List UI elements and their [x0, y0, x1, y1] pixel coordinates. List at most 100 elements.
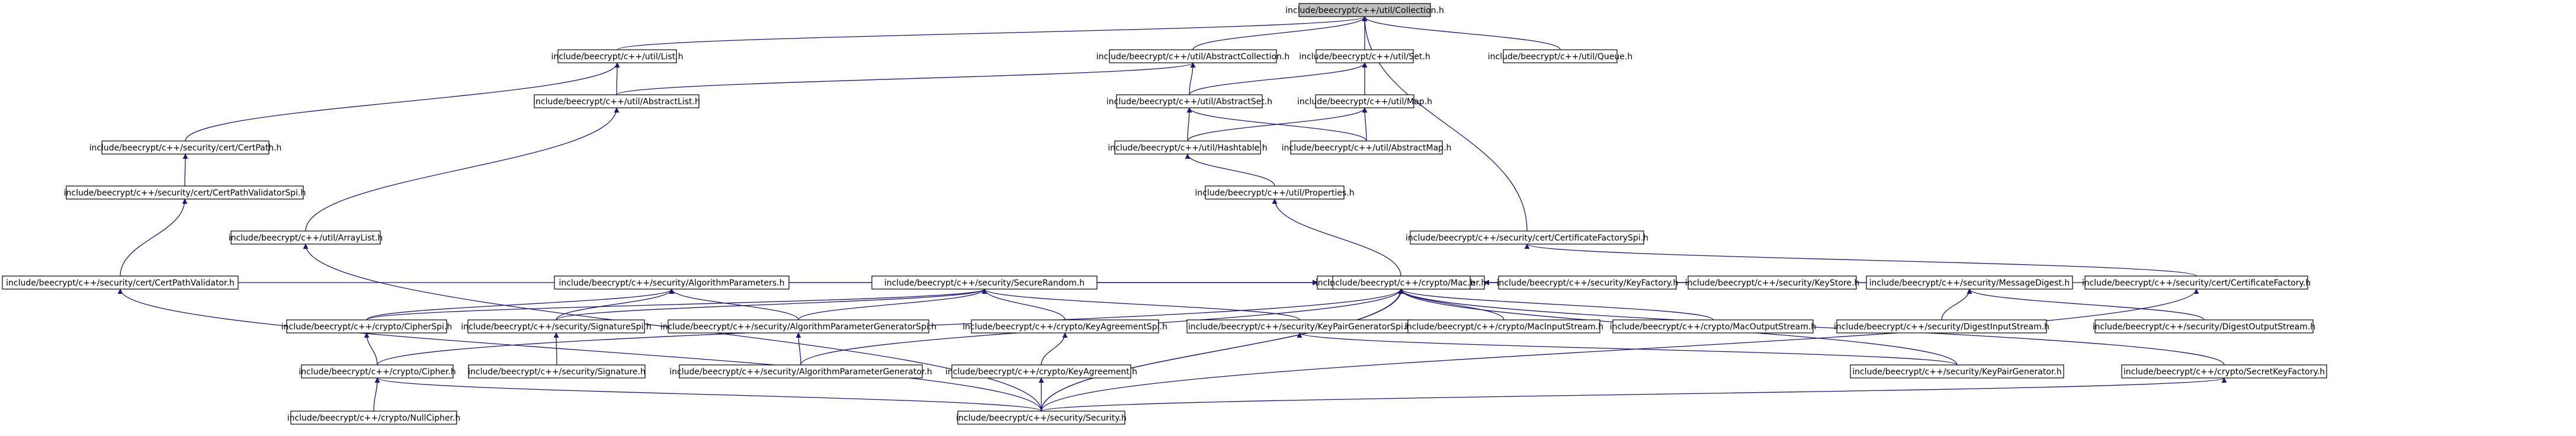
node-collection[interactable]: include/beecrypt/c++/util/Collection.h: [1285, 3, 1444, 17]
node-label: include/beecrypt/c++/util/ArrayList.h: [229, 233, 383, 243]
node-arraylist[interactable]: include/beecrypt/c++/util/ArrayList.h: [229, 230, 383, 245]
node-box: [1410, 230, 1644, 245]
node-box: [1503, 49, 1618, 63]
node-security[interactable]: include/beecrypt/c++/security/Security.h: [956, 411, 1127, 425]
node-label: include/beecrypt/c++/security/cert/Certi…: [2082, 278, 2311, 288]
edge-keyagreementspi-to-securerandom: [981, 288, 1066, 320]
node-box: [557, 49, 677, 63]
node-box: [1836, 319, 2047, 334]
node-box: [2084, 275, 2308, 290]
node-box: [668, 319, 929, 334]
node-set[interactable]: include/beecrypt/c++/util/Set.h: [1299, 49, 1430, 63]
edge-algparamgenspi-to-algorithmparameters: [669, 288, 799, 320]
node-certificatefactory[interactable]: include/beecrypt/c++/security/cert/Certi…: [2082, 275, 2311, 290]
node-signaturespi[interactable]: include/beecrypt/c++/security/SignatureS…: [461, 319, 652, 334]
node-box: [301, 364, 454, 379]
node-abstractset[interactable]: include/beecrypt/c++/util/AbstractSet.h: [1106, 94, 1272, 108]
node-box: [1688, 275, 1857, 290]
node-algparamgen[interactable]: include/beecrypt/c++/security/AlgorithmP…: [669, 364, 932, 379]
node-keyfactory[interactable]: include/beecrypt/c++/security/KeyFactory…: [1497, 275, 1679, 290]
edge-abstractset-to-set: [1189, 62, 1368, 95]
node-label: include/beecrypt/c++/util/Map.h: [1297, 97, 1432, 107]
node-box: [1332, 275, 1471, 290]
node-box: [1116, 94, 1263, 108]
node-abstractlist[interactable]: include/beecrypt/c++/util/AbstractList.h: [533, 94, 700, 108]
node-label: include/beecrypt/c++/util/Hashtable.h: [1108, 143, 1267, 153]
node-label: include/beecrypt/c++/util/Set.h: [1299, 52, 1430, 62]
node-label: include/beecrypt/c++/crypto/Cipher.h: [299, 367, 456, 377]
edge-keyagreement-to-keyagreementspi: [1041, 332, 1068, 366]
node-label: include/beecrypt/c++/util/AbstractSet.h: [1106, 97, 1272, 107]
node-securerandom[interactable]: include/beecrypt/c++/security/SecureRand…: [871, 275, 1098, 290]
node-certpathvalidator[interactable]: include/beecrypt/c++/security/cert/CertP…: [2, 275, 239, 290]
node-algparamgenspi[interactable]: include/beecrypt/c++/security/AlgorithmP…: [660, 319, 936, 334]
edge-digestinputstream-to-messagedigest: [1941, 288, 1972, 320]
node-label: include/beecrypt/c++/util/Collection.h: [1285, 6, 1444, 15]
node-box: [1298, 3, 1431, 17]
edge-security-to-secretkeyfactory: [1041, 377, 2227, 412]
node-macinputstream[interactable]: include/beecrypt/c++/crypto/MacInputStre…: [1404, 319, 1603, 334]
node-box: [1850, 364, 2064, 379]
edge-provider-to-properties: [1272, 198, 1401, 277]
node-nullcipher[interactable]: include/beecrypt/c++/crypto/NullCipher.h: [287, 411, 461, 425]
node-algorithmparameters[interactable]: include/beecrypt/c++/security/AlgorithmP…: [554, 275, 790, 290]
node-messagedigest[interactable]: include/beecrypt/c++/security/MessageDig…: [1866, 275, 2073, 290]
edge-abstractcollection-to-collection: [1192, 16, 1368, 50]
edge-signature-to-signaturespi: [553, 332, 559, 366]
node-keypairgenspi[interactable]: include/beecrypt/c++/security/KeyPairGen…: [1186, 319, 1413, 334]
edge-certpathvalidator-to-certpathvalidatorspi: [120, 198, 188, 277]
edge-hashtable-to-abstractset: [1186, 107, 1192, 142]
edge-signaturespi-to-algorithmparameters: [556, 288, 675, 320]
edge-macinputstream-to-mac: [1398, 288, 1504, 320]
node-label: include/beecrypt/c++/security/Security.h: [956, 413, 1127, 423]
edge-cipherspi-to-securerandom: [366, 288, 987, 320]
node-label: include/beecrypt/c++/security/DigestInpu…: [1834, 322, 2049, 332]
edge-queue-to-collection: [1362, 16, 1561, 50]
node-cipher[interactable]: include/beecrypt/c++/crypto/Cipher.h: [299, 364, 456, 379]
node-keystore[interactable]: include/beecrypt/c++/security/KeyStore.h: [1685, 275, 1860, 290]
node-certpathvalidatorspi[interactable]: include/beecrypt/c++/security/cert/CertP…: [64, 185, 306, 200]
nodes-layer: include/beecrypt/c++/util/Collection.h in…: [2, 3, 2327, 425]
edge-security-to-cipher: [374, 377, 1042, 412]
node-properties[interactable]: include/beecrypt/c++/util/Properties.h: [1195, 185, 1355, 200]
node-keyagreement[interactable]: include/beecrypt/c++/crypto/KeyAgreement…: [945, 364, 1137, 379]
node-box: [286, 319, 447, 334]
node-label: include/beecrypt/c++/util/AbstractMap.h: [1282, 143, 1452, 153]
node-box: [534, 94, 700, 108]
node-box: [679, 364, 923, 379]
node-macoutputstream[interactable]: include/beecrypt/c++/crypto/MacOutputStr…: [1610, 319, 1817, 334]
node-box: [1316, 49, 1414, 63]
node-box: [1109, 49, 1277, 63]
node-digestoutputstream[interactable]: include/beecrypt/c++/security/DigestOutp…: [2093, 319, 2315, 334]
node-box: [230, 230, 381, 245]
node-certpath[interactable]: include/beecrypt/c++/security/cert/CertP…: [89, 140, 282, 155]
node-certificatefactoryspi[interactable]: include/beecrypt/c++/security/cert/Certi…: [1406, 230, 1648, 245]
edge-signaturespi-to-securerandom: [556, 288, 987, 320]
node-secretkeyfactory[interactable]: include/beecrypt/c++/crypto/SecretKeyFac…: [2121, 364, 2327, 379]
node-box: [2094, 319, 2314, 334]
edge-properties-to-hashtable: [1185, 153, 1275, 187]
edge-nullcipher-to-cipher: [373, 377, 380, 412]
edge-hashtable-to-map: [1187, 107, 1368, 142]
node-mac[interactable]: include/beecrypt/c++/crypto/Mac.h: [1327, 275, 1475, 290]
node-label: include/beecrypt/c++/security/AlgorithmP…: [669, 367, 932, 377]
node-hashtable[interactable]: include/beecrypt/c++/util/Hashtable.h: [1108, 140, 1268, 155]
node-queue[interactable]: include/beecrypt/c++/util/Queue.h: [1488, 49, 1632, 63]
node-label: include/beecrypt/c++/util/AbstractList.h: [533, 97, 700, 107]
node-box: [951, 364, 1131, 379]
edge-certpath-to-list: [185, 62, 620, 142]
node-keypairgen[interactable]: include/beecrypt/c++/security/KeyPairGen…: [1850, 364, 2064, 379]
node-abstractmap[interactable]: include/beecrypt/c++/util/AbstractMap.h: [1282, 140, 1452, 155]
node-abstractcollection[interactable]: include/beecrypt/c++/util/AbstractCollec…: [1096, 49, 1289, 63]
node-cipherspi[interactable]: include/beecrypt/c++/crypto/CipherSpi.h: [281, 319, 452, 334]
node-box: [1205, 185, 1345, 200]
node-list[interactable]: include/beecrypt/c++/util/List.h: [551, 49, 684, 63]
node-digestinputstream[interactable]: include/beecrypt/c++/security/DigestInpu…: [1834, 319, 2049, 334]
node-signature[interactable]: include/beecrypt/c++/security/Signature.…: [468, 364, 646, 379]
node-label: include/beecrypt/c++/crypto/Mac.h: [1327, 278, 1475, 288]
node-box: [1498, 275, 1677, 290]
node-map[interactable]: include/beecrypt/c++/util/Map.h: [1297, 94, 1432, 108]
edge-abstractset-to-abstractcollection: [1189, 62, 1196, 95]
node-keyagreementspi[interactable]: include/beecrypt/c++/crypto/KeyAgreement…: [963, 319, 1167, 334]
node-box: [1866, 275, 2073, 290]
